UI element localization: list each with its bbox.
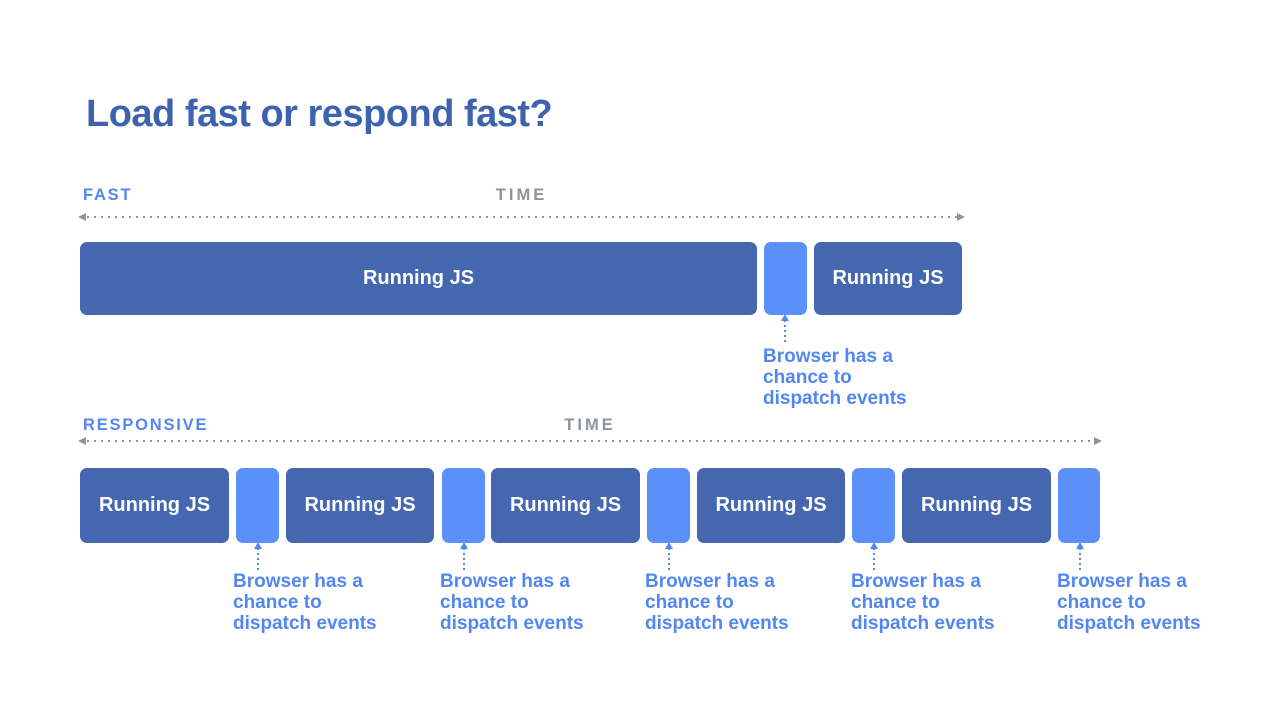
running-js-block: Running JS <box>491 468 640 543</box>
dispatch-note-line: chance to <box>645 592 734 613</box>
dispatch-note-line: chance to <box>1057 592 1146 613</box>
time-axis-line <box>78 213 965 221</box>
dispatch-note-line: chance to <box>233 592 322 613</box>
timeline-label: RESPONSIVE <box>83 416 209 434</box>
dispatch-note-line: dispatch events <box>645 613 789 634</box>
axis-arrow-right-icon <box>957 213 965 221</box>
timeline-header: FAST TIME <box>80 186 963 208</box>
running-js-label: Running JS <box>98 494 211 516</box>
dispatch-note-line: dispatch events <box>851 613 995 634</box>
dispatch-note-line: dispatch events <box>233 613 377 634</box>
running-js-block: Running JS <box>80 242 757 315</box>
dispatch-arrow-icon <box>254 542 262 570</box>
timeline-label: FAST <box>83 186 133 204</box>
running-js-label: Running JS <box>715 494 827 516</box>
axis-arrow-left-icon <box>78 437 86 445</box>
idle-gap-block <box>1058 468 1100 543</box>
running-js-block: Running JS <box>902 468 1051 543</box>
running-js-label: Running JS <box>362 267 475 289</box>
running-js-label: Running JS <box>920 494 1033 516</box>
dispatch-note-line: chance to <box>440 592 529 613</box>
time-axis-label: TIME <box>495 186 548 204</box>
dispatch-note-line: Browser has a <box>233 571 363 592</box>
running-js-block: Running JS <box>286 468 434 543</box>
idle-gap-block <box>236 468 279 543</box>
timeline-header: RESPONSIVE TIME <box>80 416 1100 438</box>
dispatch-note-line: dispatch events <box>440 613 584 634</box>
dispatch-note-line: chance to <box>851 592 940 613</box>
running-js-block: Running JS <box>697 468 845 543</box>
idle-gap-block <box>442 468 485 543</box>
running-js-label: Running JS <box>509 494 622 516</box>
dispatch-note-line: Browser has a <box>645 571 775 592</box>
time-axis-label: TIME <box>564 416 616 434</box>
dispatch-arrow-icon <box>781 314 789 344</box>
idle-gap-block <box>852 468 895 543</box>
running-js-block: Running JS <box>814 242 962 315</box>
dispatch-note-line: dispatch events <box>763 388 907 409</box>
dispatch-note-line: Browser has a <box>763 346 893 367</box>
running-js-label: Running JS <box>832 267 944 289</box>
time-axis-line <box>78 437 1102 445</box>
dispatch-note-line: dispatch events <box>1057 613 1201 634</box>
dispatch-arrow-icon <box>870 542 878 570</box>
timeline-blocks: Running JS Running JS <box>80 242 963 315</box>
dispatch-note-line: Browser has a <box>440 571 570 592</box>
timeline-blocks: Running JS Running JS Running JS Running JS… <box>80 468 1100 543</box>
dispatch-arrow-icon <box>460 542 468 570</box>
axis-arrow-left-icon <box>78 213 86 221</box>
page-title: Load fast or respond fast? <box>86 93 553 136</box>
dispatch-arrow-icon <box>665 542 673 570</box>
idle-gap-block <box>764 242 807 315</box>
dispatch-note-line: chance to <box>763 367 852 388</box>
timeline-fast: FAST TIME Running JS Running JS Browser has … <box>78 186 965 446</box>
running-js-block: Running JS <box>80 468 229 543</box>
dispatch-note-line: Browser has a <box>1057 571 1187 592</box>
running-js-label: Running JS <box>304 494 416 516</box>
axis-arrow-right-icon <box>1094 437 1102 445</box>
dispatch-note-line: Browser has a <box>851 571 981 592</box>
dispatch-arrow-icon <box>1076 542 1084 570</box>
idle-gap-block <box>647 468 690 543</box>
